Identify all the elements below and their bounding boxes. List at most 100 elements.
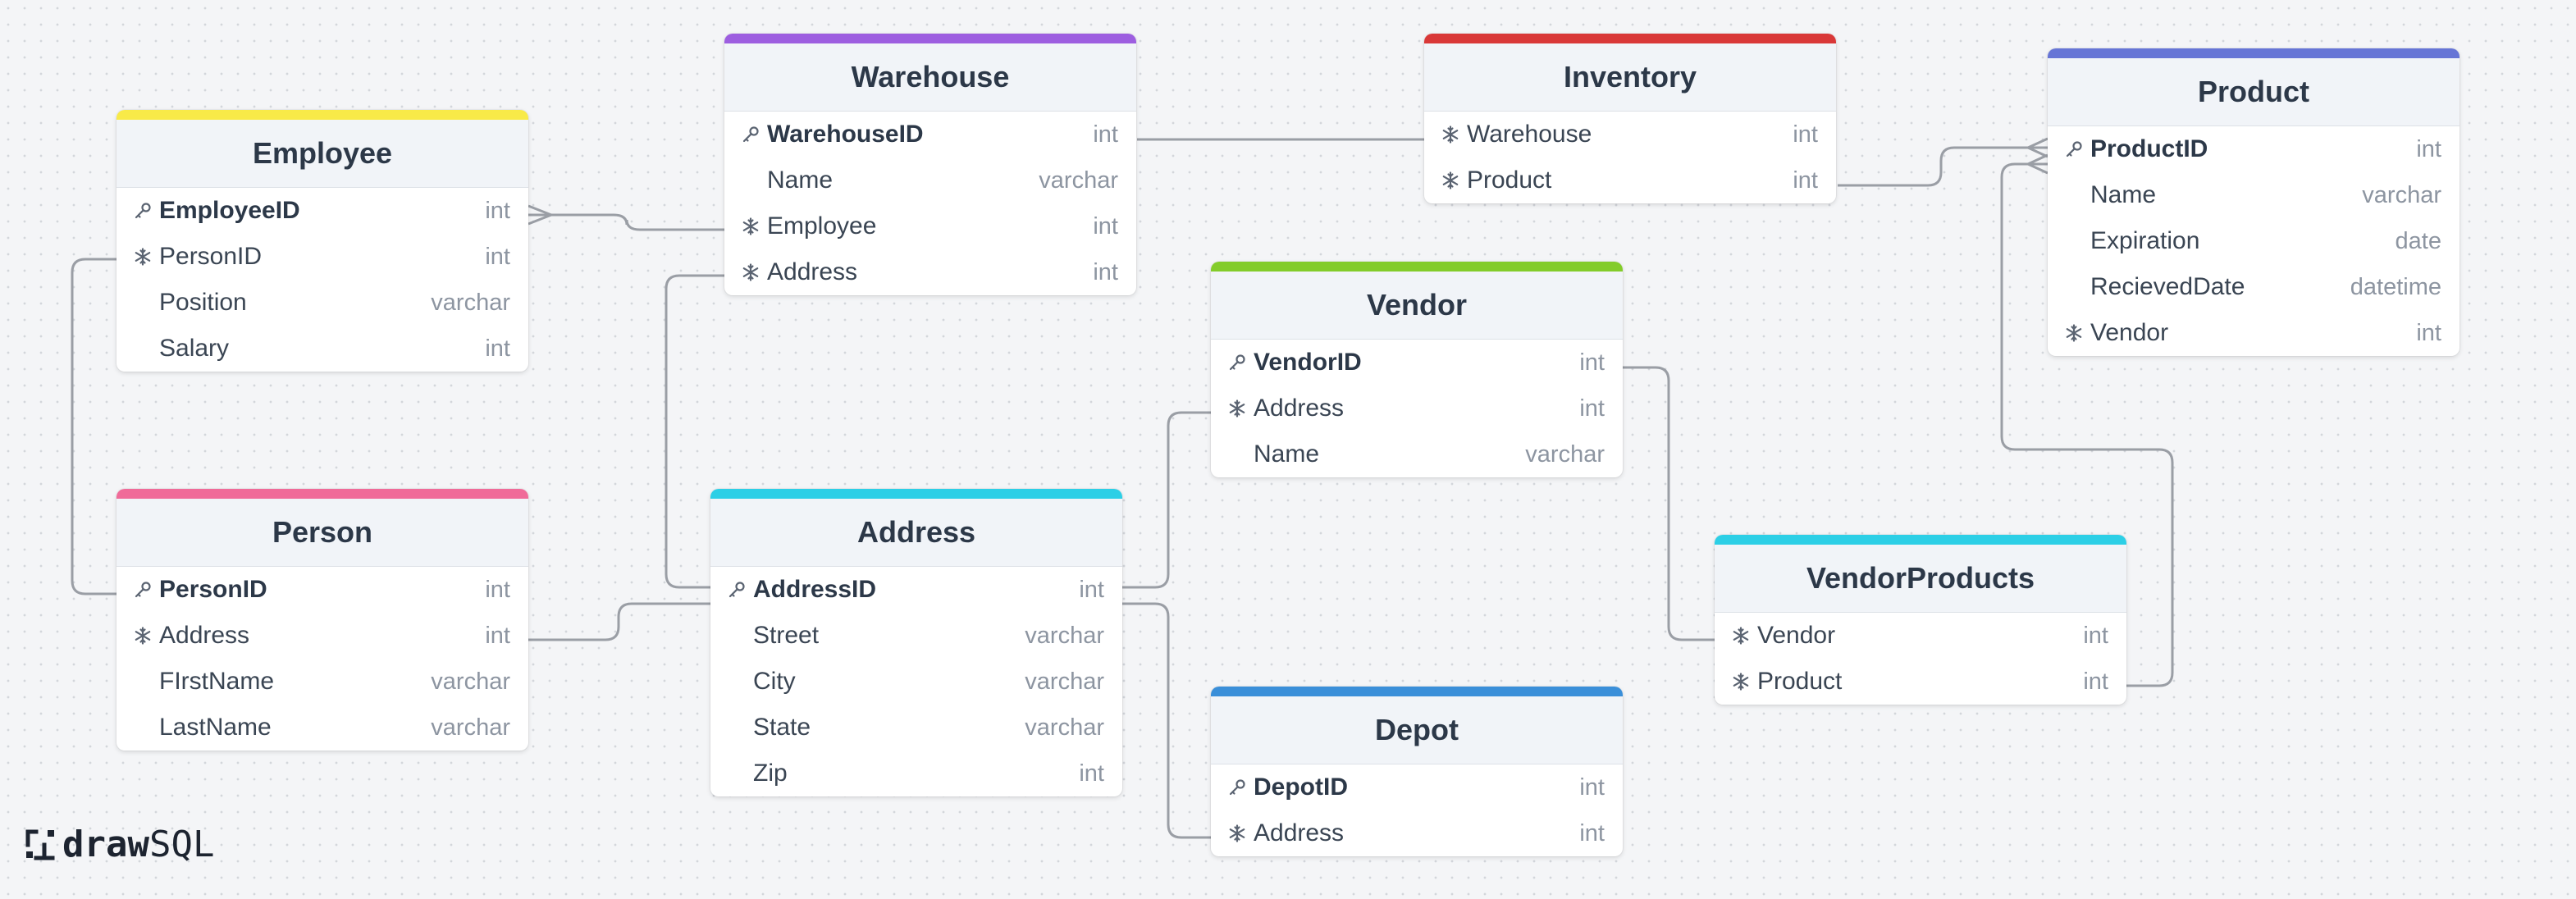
column-type: varchar	[1525, 440, 1605, 468]
table-title: Address	[710, 499, 1122, 567]
primary-key-icon	[133, 580, 159, 600]
table-color-bar	[2048, 48, 2460, 58]
column-type: int	[485, 197, 510, 224]
table-title: Product	[2048, 58, 2460, 126]
foreign-key-icon	[2064, 323, 2090, 343]
column-row[interactable]: Vendor int	[1715, 613, 2126, 659]
table-color-bar	[1211, 687, 1623, 696]
link-crowfoot-employee	[528, 204, 552, 226]
column-name: Salary	[159, 335, 230, 362]
column-row[interactable]: EmployeeID int	[116, 188, 528, 234]
foreign-key-icon	[133, 626, 159, 646]
primary-key-icon	[1227, 353, 1254, 372]
table-color-bar	[710, 489, 1122, 499]
table-color-bar	[1211, 262, 1623, 272]
column-row[interactable]: City varchar	[710, 659, 1122, 705]
column-name: City	[753, 668, 796, 695]
column-name: Zip	[753, 760, 788, 787]
drawsql-logo[interactable]: draw SQL	[25, 824, 214, 865]
foreign-key-icon	[1227, 399, 1254, 418]
column-name: Product	[1757, 668, 1843, 695]
column-name: Position	[159, 289, 247, 316]
column-type: varchar	[1039, 167, 1118, 194]
column-type: int	[485, 576, 510, 603]
column-name: VendorID	[1254, 349, 1362, 376]
column-type: int	[1093, 121, 1118, 148]
link-vendorproducts-vendor	[1623, 366, 1715, 641]
column-row[interactable]: Address int	[724, 249, 1136, 295]
column-type: int	[1079, 760, 1104, 787]
column-name: Address	[767, 258, 858, 285]
table-title: Person	[116, 499, 528, 567]
column-type: date	[2395, 227, 2441, 254]
column-type: int	[1093, 258, 1118, 285]
foreign-key-icon	[741, 262, 767, 282]
table-color-bar	[116, 489, 528, 499]
table-title: Inventory	[1424, 43, 1836, 112]
column-type: int	[485, 622, 510, 649]
column-type: varchar	[1025, 714, 1104, 741]
table-title: Warehouse	[724, 43, 1136, 112]
link-depot-address	[1122, 602, 1211, 839]
table-color-bar	[724, 34, 1136, 43]
column-row[interactable]: WarehouseID int	[724, 112, 1136, 157]
foreign-key-icon	[133, 247, 159, 267]
table-color-bar	[1715, 535, 2126, 545]
column-type: int	[1079, 576, 1104, 603]
primary-key-icon	[133, 201, 159, 221]
logo-text-sql: SQL	[148, 824, 215, 865]
foreign-key-icon	[1441, 171, 1467, 190]
link-inventory-product	[1838, 146, 2048, 187]
column-type: int	[2083, 622, 2108, 649]
column-name: EmployeeID	[159, 197, 300, 224]
column-type: int	[485, 243, 510, 270]
column-type: varchar	[431, 668, 510, 695]
column-row[interactable]: Zip int	[710, 751, 1122, 796]
link-warehouse-employee	[528, 213, 724, 231]
column-name: WarehouseID	[767, 121, 924, 148]
logo-text-draw: draw	[62, 824, 149, 865]
primary-key-icon	[1227, 778, 1254, 797]
table-title: Vendor	[1211, 272, 1623, 340]
column-name: Product	[1467, 167, 1552, 194]
column-name: ProductID	[2090, 135, 2208, 162]
drawsql-logo-icon	[25, 829, 55, 860]
column-type: varchar	[1025, 668, 1104, 695]
column-name: Vendor	[1757, 622, 1836, 649]
